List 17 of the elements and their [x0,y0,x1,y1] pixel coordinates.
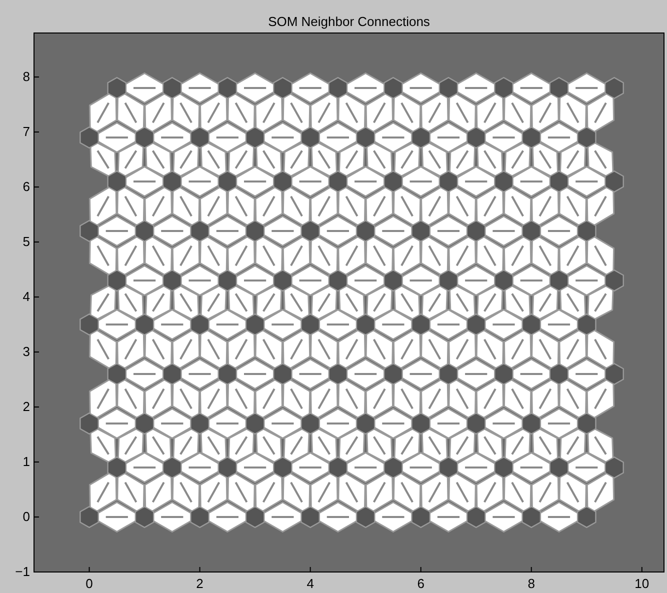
tick-label: 2 [22,399,30,414]
tick-label: 8 [526,576,536,591]
tick-label: 6 [22,179,30,194]
tick-label: 4 [306,576,315,591]
tick-label: 0 [22,509,30,524]
tick-label: −1 [14,564,30,579]
chart-title: SOM Neighbor Connections [268,14,430,29]
tick-label: 3 [22,344,30,359]
tick-label: 0 [84,576,94,591]
tick-label: 8 [22,69,30,84]
tick-label: 10 [634,576,650,591]
tick-label: 6 [416,576,426,591]
tick-label: 4 [22,289,30,304]
tick-label: 7 [22,124,30,139]
tick-label: 5 [22,234,30,249]
tick-label: 1 [22,454,30,469]
tick-label: 2 [195,576,204,591]
